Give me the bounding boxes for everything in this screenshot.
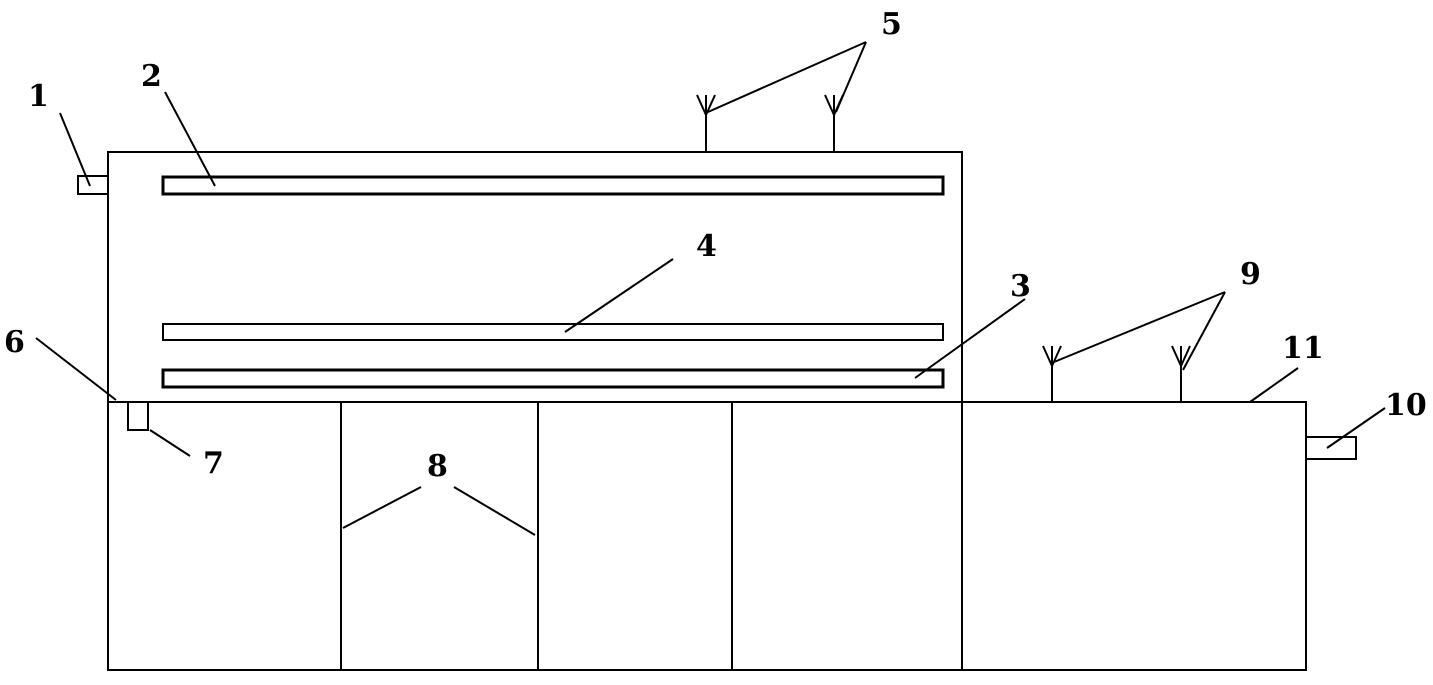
label-4: 4 — [696, 229, 717, 264]
label-3: 3 — [1010, 269, 1031, 304]
lower-tank — [107, 401, 1307, 671]
outlet-pipe — [1305, 436, 1357, 460]
label-5: 5 — [881, 7, 902, 42]
label-7: 7 — [203, 446, 224, 481]
label-9: 9 — [1240, 257, 1261, 292]
nozzle-group-top — [696, 94, 844, 152]
leader-lines — [35, 41, 1386, 536]
nozzle-group-lower — [1042, 345, 1191, 402]
middle-bar — [162, 323, 944, 341]
label-2: 2 — [141, 59, 162, 94]
label-11: 11 — [1282, 331, 1324, 366]
top-bar — [161, 175, 945, 196]
drain-notch — [127, 402, 149, 431]
label-10: 10 — [1385, 388, 1427, 423]
bottom-bar — [161, 368, 945, 389]
inlet-pipe — [77, 175, 109, 195]
label-1: 1 — [28, 79, 49, 114]
label-8: 8 — [427, 449, 448, 484]
label-6: 6 — [4, 325, 25, 360]
